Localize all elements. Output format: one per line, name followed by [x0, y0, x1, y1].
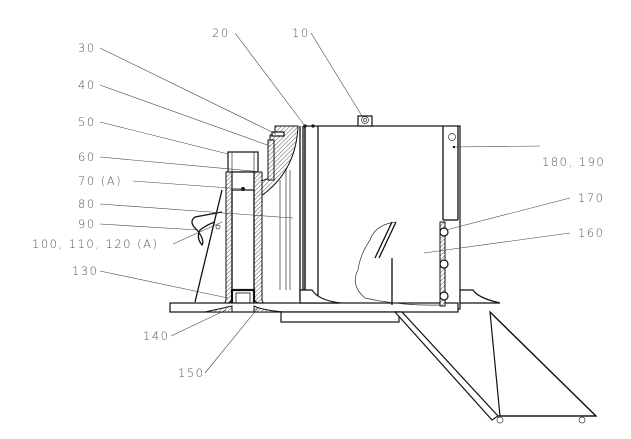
base-plate: [169, 289, 501, 323]
label-170: 170: [578, 191, 604, 205]
ramp: [393, 310, 598, 424]
label-130: 130: [72, 264, 98, 278]
gusset: [194, 189, 223, 303]
vertical-column: [279, 124, 319, 300]
label-160: 160: [578, 226, 604, 240]
lifting-lug: [357, 115, 373, 127]
label-180-190: 180, 190: [542, 155, 605, 169]
label-40: 40: [78, 78, 96, 92]
main-housing: [304, 125, 461, 310]
label-90: 90: [78, 217, 96, 231]
pipe-wall-left: [221, 171, 233, 311]
label-60: 60: [78, 150, 96, 164]
leader-lines: [99, 32, 571, 374]
stud-bolt: [267, 139, 275, 181]
hook: [191, 211, 223, 247]
bolt-hole-icon: [448, 133, 456, 141]
label-10: 10: [292, 26, 310, 40]
cutaway-section: [354, 221, 449, 307]
label-140: 140: [143, 329, 169, 343]
label-30: 30: [78, 41, 96, 55]
label-20: 20: [212, 26, 230, 40]
label-50: 50: [78, 115, 96, 129]
label-80: 80: [78, 197, 96, 211]
label-150: 150: [178, 366, 204, 380]
label-70: 70 (A): [78, 174, 122, 188]
label-100-110-120: 100, 110, 120 (A): [32, 237, 158, 251]
